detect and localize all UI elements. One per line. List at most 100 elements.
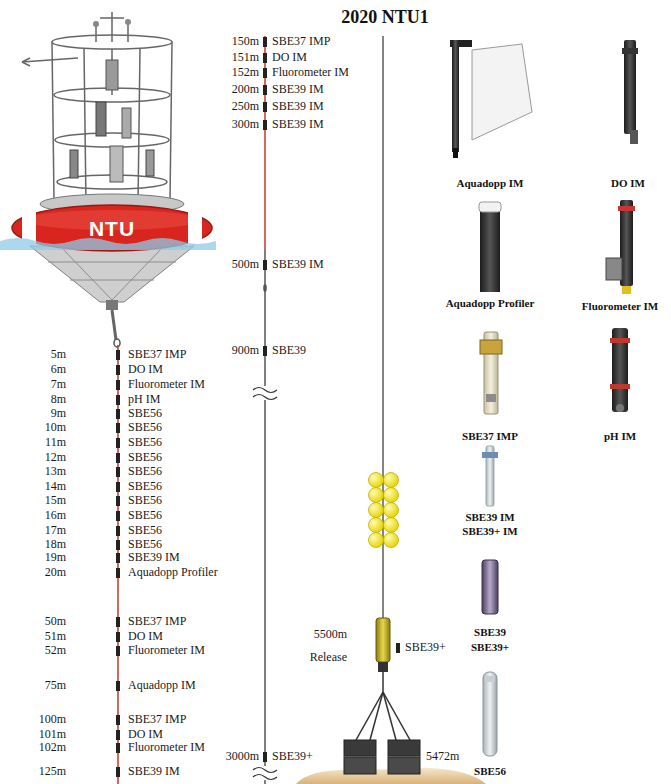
buoy-name: NTU xyxy=(89,217,135,240)
depth-label: 7m xyxy=(51,378,66,391)
depth-label: 19m xyxy=(45,551,66,564)
depth-label: 6m xyxy=(51,363,66,376)
release-label: Release xyxy=(310,651,347,664)
instrument-tick xyxy=(116,438,120,448)
instrument-label: SBE39 IM xyxy=(128,551,180,564)
instrument-label: DO IM xyxy=(128,630,163,643)
instrument-caption: Aquadopp IM xyxy=(457,177,524,189)
instrument-tick xyxy=(116,632,120,642)
instrument-tick xyxy=(116,380,120,390)
instrument-tick xyxy=(116,526,120,536)
instrument-caption: SBE56 xyxy=(474,765,506,777)
instrument-tick xyxy=(116,553,120,563)
depth-label: 10m xyxy=(45,421,66,434)
depth-label: 17m xyxy=(45,524,66,537)
instrument-tick xyxy=(116,730,120,740)
depth-label: 151m xyxy=(232,51,259,64)
instrument-label: SBE39 xyxy=(272,344,306,357)
instrument-label: SBE56 xyxy=(128,421,162,434)
instrument-tick xyxy=(116,496,120,506)
depth-label: 5m xyxy=(51,348,66,361)
instrument-label: SBE56 xyxy=(128,465,162,478)
depth-label: 5500m xyxy=(314,628,347,641)
instrument-tick xyxy=(116,453,120,463)
instrument-label: SBE39 IM xyxy=(272,118,324,131)
instrument-tick xyxy=(263,120,267,130)
depth-label: 11m xyxy=(45,436,66,449)
instrument-label: Fluorometer IM xyxy=(272,66,349,79)
instrument-tick xyxy=(116,646,120,656)
instrument-label: SBE37 IMP xyxy=(272,35,330,48)
instrument-label: Fluorometer IM xyxy=(128,378,205,391)
depth-label: 52m xyxy=(45,644,66,657)
instrument-tick xyxy=(263,85,267,95)
diagram-title: 2020 NTU1 xyxy=(341,8,429,28)
depth-label: 9m xyxy=(51,407,66,420)
instrument-caption: SBE39 xyxy=(474,626,506,638)
depth-label: 75m xyxy=(45,679,66,692)
instrument-label: SBE39 IM xyxy=(128,765,180,778)
instrument-tick xyxy=(116,482,120,492)
depth-label: 150m xyxy=(232,35,259,48)
instrument-label: SBE39+ xyxy=(405,641,446,654)
instrument-caption: SBE37 IMP xyxy=(462,430,518,442)
instrument-tick xyxy=(263,53,267,63)
instrument-label: SBE37 IMP xyxy=(128,348,186,361)
instrument-tick xyxy=(116,767,120,777)
instrument-label: SBE56 xyxy=(128,451,162,464)
instrument-label: Fluorometer IM xyxy=(128,741,205,754)
instrument-label: DO IM xyxy=(128,728,163,741)
depth-label: 100m xyxy=(39,713,66,726)
depth-label: 50m xyxy=(45,615,66,628)
instrument-caption: Aquadopp Profiler xyxy=(446,297,535,309)
instrument-tick xyxy=(116,350,120,360)
depth-label: 16m xyxy=(45,509,66,522)
instrument-label: SBE56 xyxy=(128,524,162,537)
instrument-label: SBE39 IM xyxy=(272,83,324,96)
instrument-label: SBE37 IMP xyxy=(128,713,186,726)
instrument-label: SBE56 xyxy=(128,480,162,493)
instrument-caption: Fluorometer IM xyxy=(582,300,658,312)
depth-label: 18m xyxy=(45,538,66,551)
instrument-label: SBE37 IMP xyxy=(128,615,186,628)
instrument-tick xyxy=(116,395,120,405)
instrument-tick xyxy=(263,260,267,270)
instrument-caption: SBE39+ xyxy=(471,641,509,653)
instrument-label: SBE56 xyxy=(128,407,162,420)
instrument-label: SBE56 xyxy=(128,538,162,551)
instrument-tick xyxy=(116,409,120,419)
instrument-tick xyxy=(116,681,120,691)
depth-label: 125m xyxy=(39,765,66,778)
instrument-label: SBE39 IM xyxy=(272,258,324,271)
depth-label: 3000m xyxy=(226,750,259,763)
instrument-tick xyxy=(263,37,267,47)
instrument-tick xyxy=(116,540,120,550)
instrument-tick xyxy=(263,68,267,78)
depth-label: 900m xyxy=(232,344,259,357)
depth-label: 13m xyxy=(45,465,66,478)
depth-label: 51m xyxy=(45,630,66,643)
instrument-label: Aquadopp Profiler xyxy=(128,566,218,579)
depth-label: 101m xyxy=(39,728,66,741)
instrument-tick xyxy=(263,346,267,356)
instrument-tick xyxy=(116,365,120,375)
depth-label: 8m xyxy=(51,393,66,406)
instrument-tick xyxy=(116,467,120,477)
instrument-label: SBE39+ xyxy=(272,750,313,763)
instrument-tick xyxy=(116,715,120,725)
instrument-tick xyxy=(116,568,120,578)
depth-label: 20m xyxy=(45,566,66,579)
depth-label: 500m xyxy=(232,258,259,271)
instrument-tick xyxy=(116,617,120,627)
depth-label: 14m xyxy=(45,480,66,493)
depth-label: 200m xyxy=(232,83,259,96)
instrument-tick xyxy=(116,423,120,433)
instrument-label: SBE56 xyxy=(128,494,162,507)
instrument-label: SBE56 xyxy=(128,436,162,449)
depth-label: 15m xyxy=(45,494,66,507)
instrument-label: DO IM xyxy=(128,363,163,376)
instrument-label: DO IM xyxy=(272,51,307,64)
depth-label: 250m xyxy=(232,100,259,113)
instrument-tick xyxy=(263,102,267,112)
